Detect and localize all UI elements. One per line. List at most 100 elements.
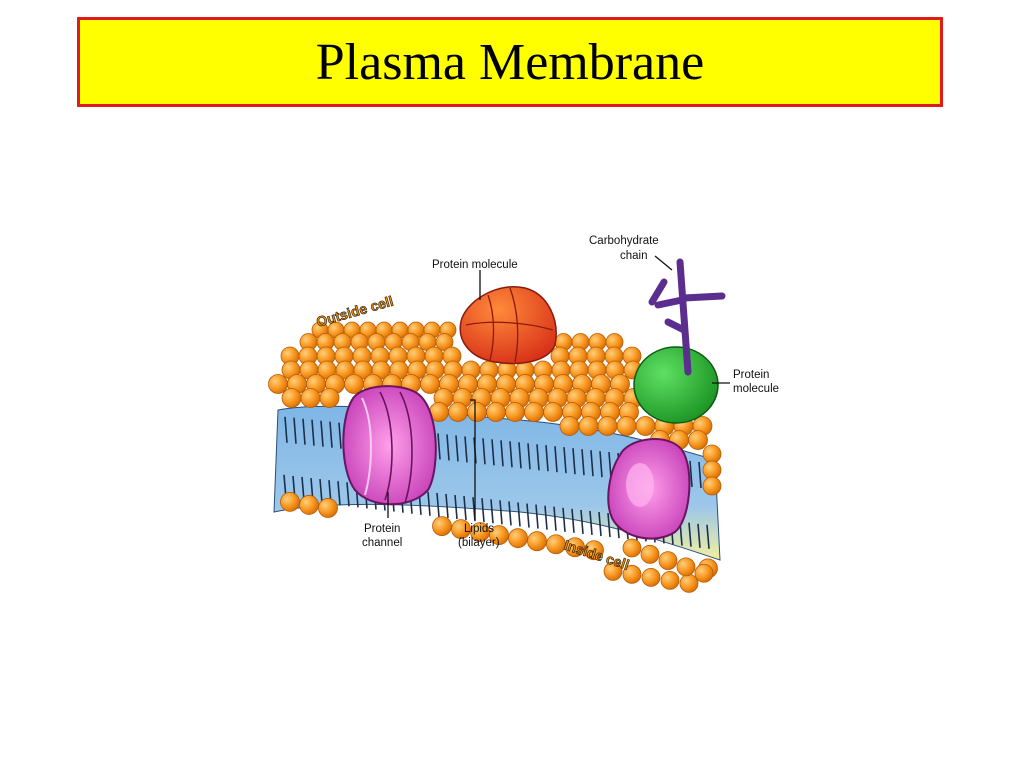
- lipid-heads: [268, 321, 722, 593]
- lipid-tail: [706, 524, 710, 549]
- lipid-head: [679, 573, 699, 593]
- lipid-tail: [436, 492, 440, 517]
- lipid-head: [543, 402, 563, 422]
- lipid-head: [505, 402, 525, 422]
- label-chain: chain: [620, 250, 648, 262]
- lipid-tail: [536, 444, 540, 471]
- lipid-tail: [311, 419, 315, 446]
- lipid-tail: [454, 494, 458, 520]
- lipid-tail: [590, 450, 594, 477]
- lipid-tail: [445, 493, 449, 519]
- lipid-tail: [562, 507, 566, 532]
- lipid-tail: [698, 461, 702, 488]
- leader-carbohydrate: [654, 255, 673, 271]
- lipid-tail: [482, 438, 486, 465]
- lipid-head: [702, 476, 722, 496]
- lipid-tail: [302, 418, 306, 445]
- label-channel-2: channel: [362, 537, 402, 549]
- lipid-head: [448, 402, 468, 422]
- protein-channel-right: [607, 438, 691, 540]
- lipid-tail: [284, 416, 288, 443]
- lipid-head: [635, 416, 656, 436]
- label-protein-right-2: molecule: [733, 383, 779, 395]
- lipid-head: [640, 544, 660, 564]
- lipid-tail: [293, 417, 297, 444]
- lipid-tail: [455, 435, 459, 462]
- lipid-head: [486, 402, 506, 422]
- leader-lipids: [470, 399, 476, 520]
- lipid-head: [584, 540, 604, 561]
- lipid-tail: [589, 510, 593, 536]
- lipid-head: [641, 567, 661, 587]
- lipid-head: [622, 538, 642, 558]
- lipid-tail: [526, 503, 530, 528]
- lipid-tail: [319, 479, 323, 504]
- protein-molecule-right: [633, 346, 719, 424]
- lipid-head: [559, 416, 580, 436]
- lipid-head: [694, 563, 714, 583]
- slide-title: Plasma Membrane: [315, 33, 705, 91]
- lipid-tail: [688, 522, 692, 547]
- lipid-head: [603, 561, 623, 581]
- label-lipids-2: (bilayer): [458, 537, 500, 549]
- lipid-tail: [481, 498, 485, 523]
- lipid-head: [420, 374, 440, 394]
- lipid-tail: [554, 446, 558, 473]
- lipid-tail: [490, 499, 494, 524]
- lipid-tail: [598, 511, 602, 537]
- lipid-tail: [607, 513, 611, 538]
- lipid-tail: [329, 421, 333, 448]
- lipid-tail: [320, 420, 324, 447]
- lipid-head: [658, 551, 678, 570]
- lipid-head: [660, 570, 680, 590]
- lipid-head: [702, 460, 722, 480]
- lipid-head: [268, 374, 288, 394]
- protein-channel: [342, 385, 437, 506]
- lipid-tail: [581, 449, 585, 476]
- leader-lines: [387, 255, 730, 520]
- lipid-tail: [563, 447, 567, 474]
- lipid-head: [565, 537, 585, 558]
- lipid-tail: [517, 502, 521, 527]
- lipid-head: [597, 416, 618, 436]
- lipid-tail: [491, 439, 495, 466]
- lipid-tail: [437, 433, 441, 460]
- lipid-head: [616, 416, 637, 436]
- lipid-head: [524, 402, 544, 422]
- lipid-tail: [463, 496, 467, 521]
- protein-molecule-top: [459, 286, 557, 365]
- lipid-head: [451, 519, 471, 540]
- label-channel-1: Protein: [364, 523, 400, 535]
- lipid-head: [578, 416, 599, 436]
- lipid-tail: [338, 422, 342, 449]
- carbohydrate-chain: [648, 258, 726, 376]
- title-banner: Plasma Membrane: [77, 17, 943, 107]
- lipid-tail: [572, 448, 576, 475]
- lipid-tail: [689, 460, 693, 488]
- lipid-tail: [553, 506, 557, 531]
- lipid-head: [318, 498, 338, 518]
- lipid-head: [676, 557, 696, 577]
- lipid-tail: [518, 442, 522, 469]
- lipid-tail: [509, 441, 513, 468]
- lipid-head: [319, 388, 340, 408]
- lipid-head: [281, 388, 302, 408]
- lipid-tail: [535, 504, 539, 529]
- lipid-head: [280, 492, 300, 512]
- lipid-tail: [599, 451, 603, 478]
- lipid-head: [432, 516, 452, 536]
- lipid-tail: [571, 508, 575, 533]
- label-protein-molecule-top: Protein molecule: [432, 259, 518, 271]
- lipid-head: [688, 430, 708, 450]
- lipid-head: [546, 534, 566, 555]
- lipid-head: [702, 444, 722, 464]
- lipid-head: [508, 528, 528, 549]
- lipid-tail: [697, 523, 701, 548]
- label-protein-right-1: Protein: [733, 369, 769, 381]
- lipid-head: [300, 388, 321, 408]
- lipid-tail: [346, 482, 350, 507]
- lipid-head: [467, 402, 487, 422]
- lipid-head: [299, 495, 319, 515]
- lipid-tail: [337, 481, 341, 506]
